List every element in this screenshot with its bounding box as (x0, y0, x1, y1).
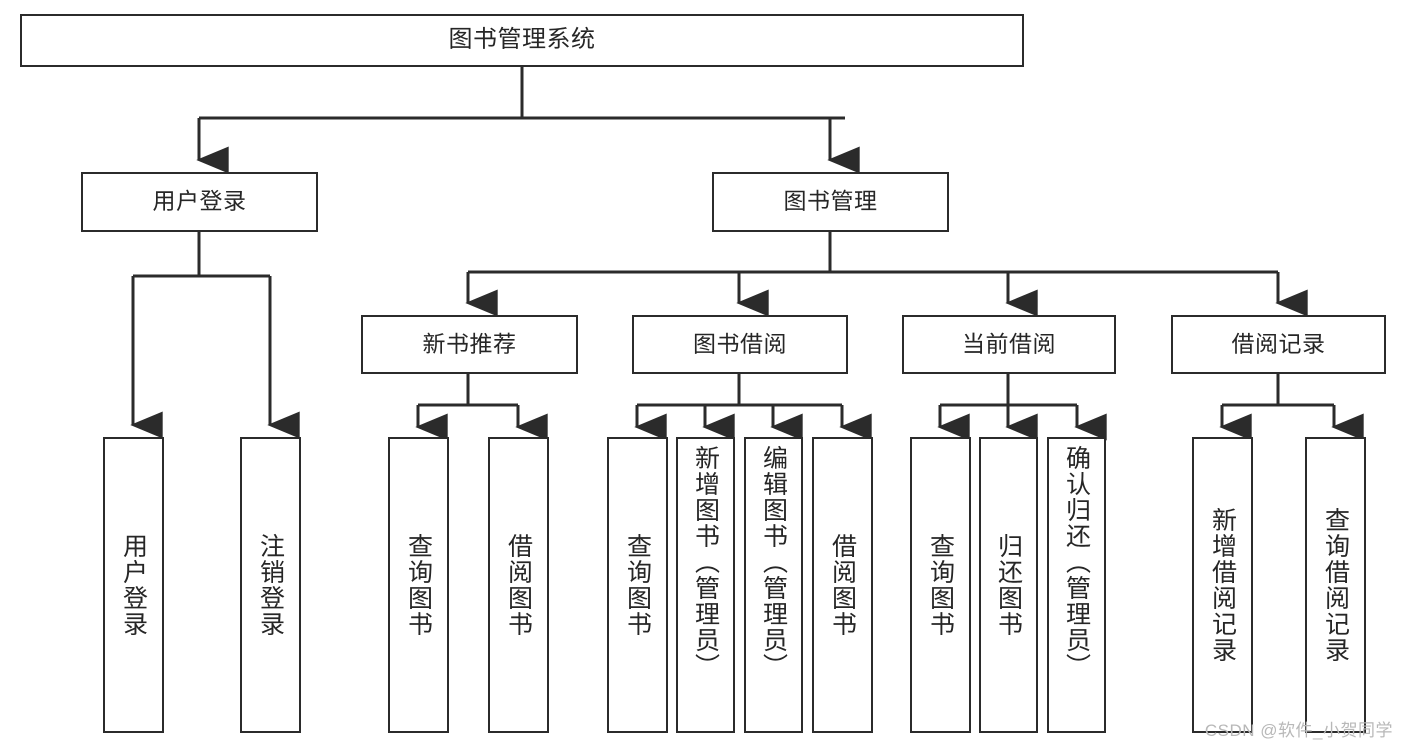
leaf-edit-book-admin[interactable]: 编辑图书（管理员） (744, 437, 803, 733)
node-label: 新增借阅记录 (1208, 507, 1237, 663)
node-book-management[interactable]: 图书管理 (712, 172, 949, 232)
node-label: 借阅图书 (504, 533, 533, 637)
node-new-book-recommendation[interactable]: 新书推荐 (361, 315, 578, 374)
leaf-logout[interactable]: 注销登录 (240, 437, 301, 733)
leaf-confirm-return-admin[interactable]: 确认归还（管理员） (1047, 437, 1106, 733)
leaf-borrow-book-recommend[interactable]: 借阅图书 (488, 437, 549, 733)
node-label: 借阅图书 (828, 533, 857, 637)
leaf-query-borrow-record[interactable]: 查询借阅记录 (1305, 437, 1366, 733)
leaf-add-borrow-record[interactable]: 新增借阅记录 (1192, 437, 1253, 733)
leaf-query-book-recommend[interactable]: 查询图书 (388, 437, 449, 733)
node-label: 图书借阅 (693, 330, 787, 357)
node-label: 图书管理 (783, 188, 878, 215)
node-label: 查询图书 (623, 533, 652, 637)
node-root-book-management-system[interactable]: 图书管理系统 (20, 14, 1024, 67)
leaf-return-book[interactable]: 归还图书 (979, 437, 1038, 733)
node-borrowing-record[interactable]: 借阅记录 (1171, 315, 1386, 374)
leaf-lend-book[interactable]: 借阅图书 (812, 437, 873, 733)
node-label: 查询图书 (404, 533, 433, 637)
node-label: 查询图书 (926, 533, 955, 637)
node-user-login[interactable]: 用户登录 (81, 172, 318, 232)
leaf-query-book-borrow[interactable]: 查询图书 (607, 437, 668, 733)
leaf-user-login[interactable]: 用户登录 (103, 437, 164, 733)
leaf-add-book-admin[interactable]: 新增图书（管理员） (676, 437, 735, 733)
node-label: 注销登录 (256, 533, 285, 637)
node-label: 归还图书 (994, 533, 1023, 637)
node-label: 用户登录 (119, 533, 148, 637)
node-label: 当前借阅 (962, 330, 1056, 357)
node-label: 确认归还（管理员） (1062, 445, 1091, 679)
node-label: 新书推荐 (422, 330, 517, 357)
node-label: 用户登录 (152, 188, 247, 215)
node-label: 借阅记录 (1231, 330, 1326, 357)
node-label: 新增图书（管理员） (691, 445, 720, 679)
node-current-borrowing[interactable]: 当前借阅 (902, 315, 1116, 374)
node-book-borrowing[interactable]: 图书借阅 (632, 315, 848, 374)
node-label: 编辑图书（管理员） (759, 445, 788, 679)
leaf-query-book-current[interactable]: 查询图书 (910, 437, 971, 733)
node-label: 查询借阅记录 (1321, 507, 1350, 663)
node-label: 图书管理系统 (448, 26, 596, 54)
